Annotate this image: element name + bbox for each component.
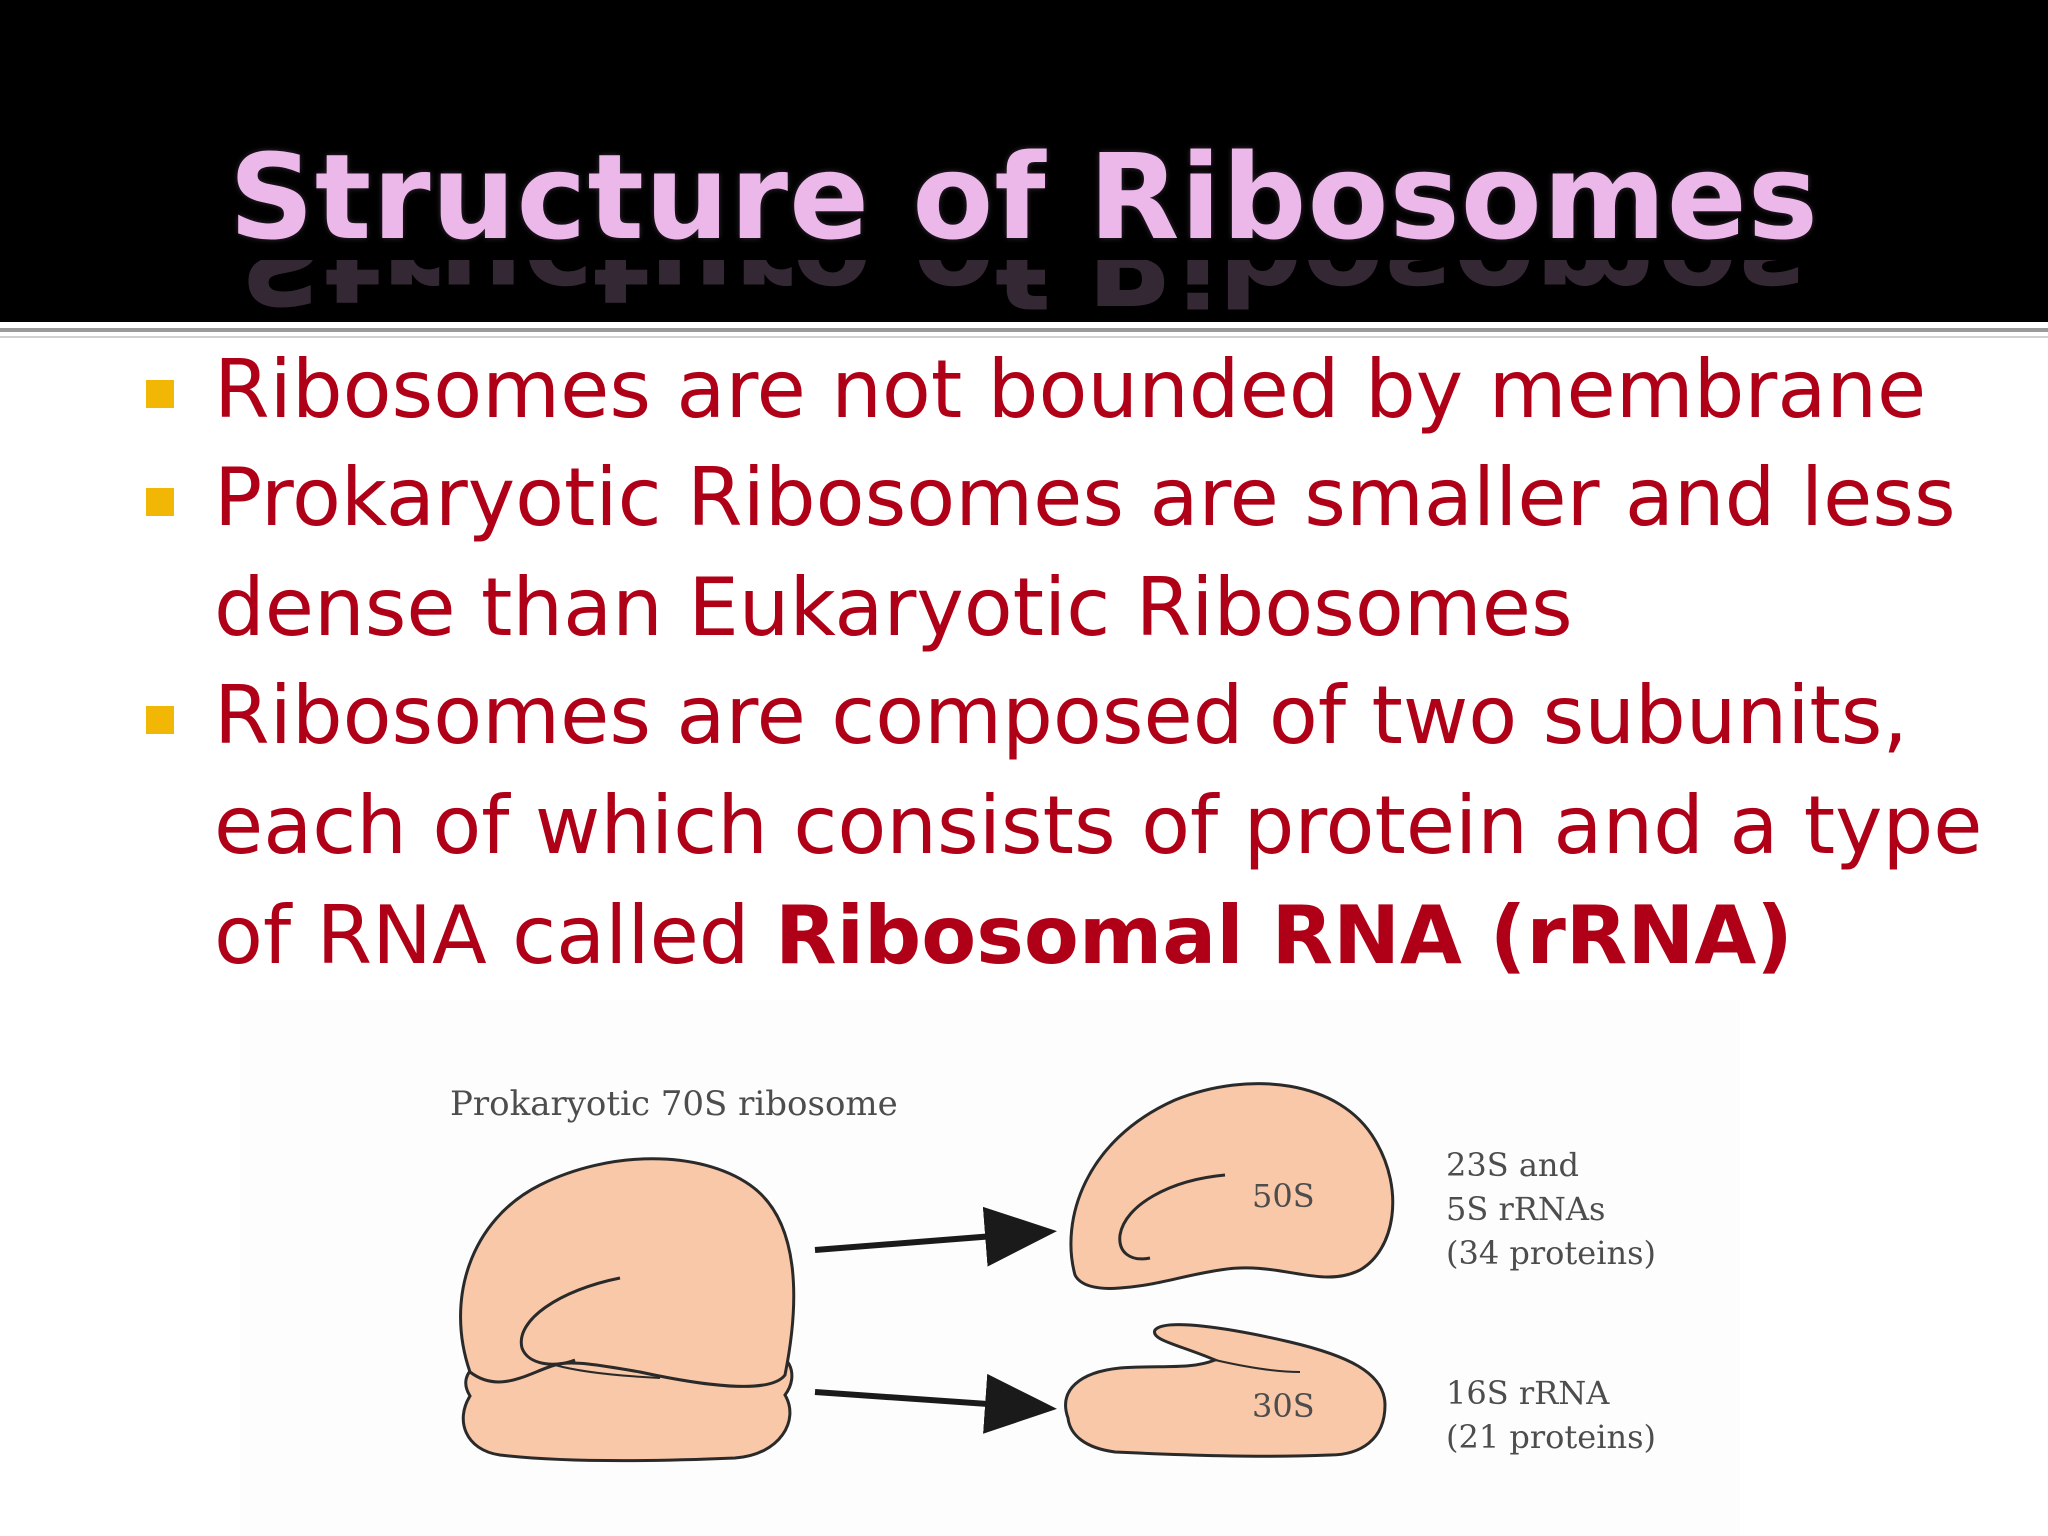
- arrow-to-50s: [814, 1206, 1057, 1267]
- ribosome-70s-groove: [519, 1276, 621, 1366]
- ribosome-50s-groove: [1118, 1173, 1226, 1261]
- bullet-2-line-2: dense than Eukaryotic Ribosomes: [214, 561, 1573, 654]
- rrna-term: Ribosomal RNA (rRNA): [775, 889, 1793, 982]
- bullet-3-line-3: of RNA called Ribosomal RNA (rRNA): [214, 896, 1793, 976]
- label-30s: 30S: [1252, 1387, 1315, 1425]
- desc-30s-line-2: (21 proteins): [1446, 1418, 1656, 1456]
- diagram-title: Prokaryotic 70S ribosome: [450, 1084, 898, 1124]
- ribosome-30s-subunit: [1064, 1323, 1387, 1458]
- arrow-to-30s: [814, 1373, 1057, 1434]
- bullet-square-icon: [146, 488, 174, 516]
- desc-50s-line-2: 5S rRNAs: [1446, 1190, 1606, 1228]
- divider-light: [0, 336, 2048, 338]
- bullet-3-line-3-text: of RNA called: [214, 889, 776, 982]
- bullet-square-icon: [146, 380, 174, 408]
- bullet-3-line-2: each of which consists of protein and a …: [214, 779, 1983, 872]
- divider-gray: [0, 328, 2048, 332]
- bullet-2-line-1: Prokaryotic Ribosomes are smaller and le…: [214, 451, 1956, 544]
- bullet-1-line-1: Ribosomes are not bounded by membrane: [214, 343, 1927, 436]
- ribosome-50s-subunit: [1069, 1082, 1395, 1290]
- title-bar: [0, 0, 2048, 322]
- slide-title: Structure of Ribosomes: [228, 128, 1820, 266]
- divider-white: [0, 322, 2048, 328]
- desc-50s-line-3: (34 proteins): [1446, 1234, 1656, 1272]
- bullet-3-line-1: Ribosomes are composed of two subunits,: [214, 669, 1908, 762]
- label-50s: 50S: [1252, 1177, 1315, 1215]
- ribosome-30s-crease: [1214, 1359, 1301, 1373]
- desc-30s-line-1: 16S rRNA: [1446, 1374, 1610, 1412]
- ribosome-70s-seam: [554, 1364, 661, 1379]
- bullet-square-icon: [146, 706, 174, 734]
- desc-50s-line-1: 23S and: [1446, 1146, 1579, 1184]
- ribosome-70s-large-subunit: [459, 1157, 796, 1388]
